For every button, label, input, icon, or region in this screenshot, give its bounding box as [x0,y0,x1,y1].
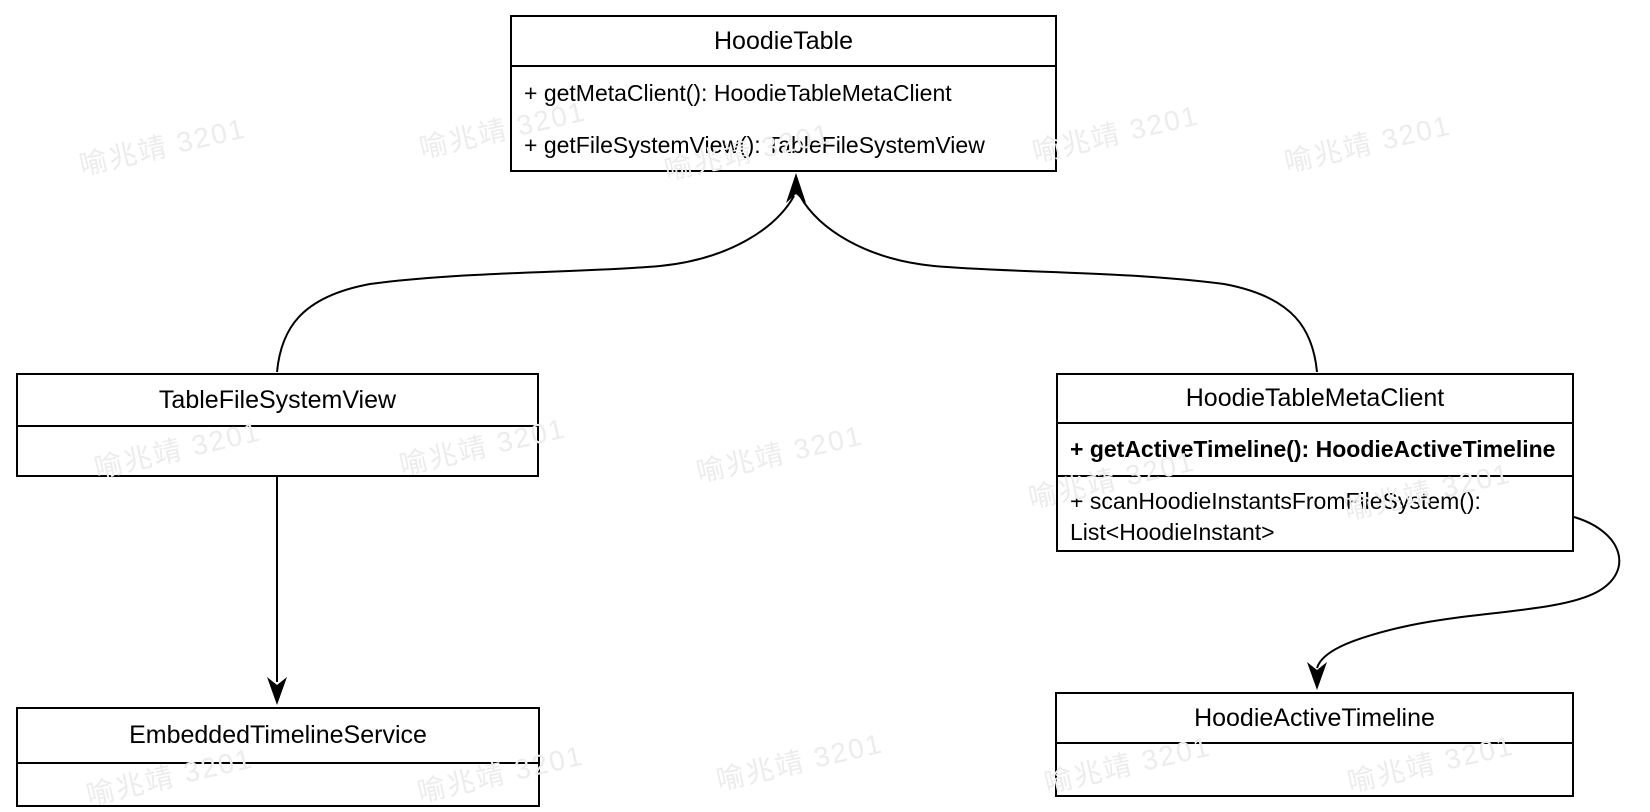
class-title: HoodieActiveTimeline [1057,694,1572,744]
empty-compartment [18,427,537,475]
edge-hoodietablemetaclient-to-hoodietable[interactable] [799,195,1318,373]
class-title: HoodieTableMetaClient [1058,375,1572,424]
class-tablefilesystemview[interactable]: TableFileSystemView [16,373,539,477]
class-title: EmbeddedTimelineService [18,709,538,764]
empty-compartment [1057,744,1572,795]
method-getfilesystemview: + getFileSystemView(): TableFileSystemVi… [524,131,985,158]
class-embeddedtimelineservice[interactable]: EmbeddedTimelineService [16,707,540,807]
class-hoodietablemetaclient[interactable]: HoodieTableMetaClient + getActiveTimelin… [1056,373,1574,552]
method-getmetaclient: + getMetaClient(): HoodieTableMetaClient [524,79,952,106]
class-title: HoodieTable [512,17,1055,67]
class-hoodietable[interactable]: HoodieTable + getMetaClient(): HoodieTab… [510,15,1057,172]
class-title: TableFileSystemView [18,375,537,427]
class-hoodieactivetimeline[interactable]: HoodieActiveTimeline [1055,692,1574,797]
methods-compartment: + getMetaClient(): HoodieTableMetaClient… [512,67,1055,171]
method-scanhoodieinstants: + scanHoodieInstantsFromFileSystem(): Li… [1070,488,1481,545]
edge-hoodietablemetaclient-to-hoodieactivetimeline[interactable] [1316,516,1621,669]
method-compartment-2: + scanHoodieInstantsFromFileSystem(): Li… [1058,477,1572,550]
empty-compartment [18,764,538,805]
arrowhead-down-right-icon [1307,662,1327,690]
method-compartment-1: + getActiveTimeline(): HoodieActiveTimel… [1058,424,1572,477]
arrowhead-up-icon [786,173,806,203]
arrowhead-down-left-icon [267,677,287,705]
edge-tablefilesystemview-to-hoodietable[interactable] [276,195,795,373]
method-getactivetimeline: + getActiveTimeline(): HoodieActiveTimel… [1070,436,1556,462]
